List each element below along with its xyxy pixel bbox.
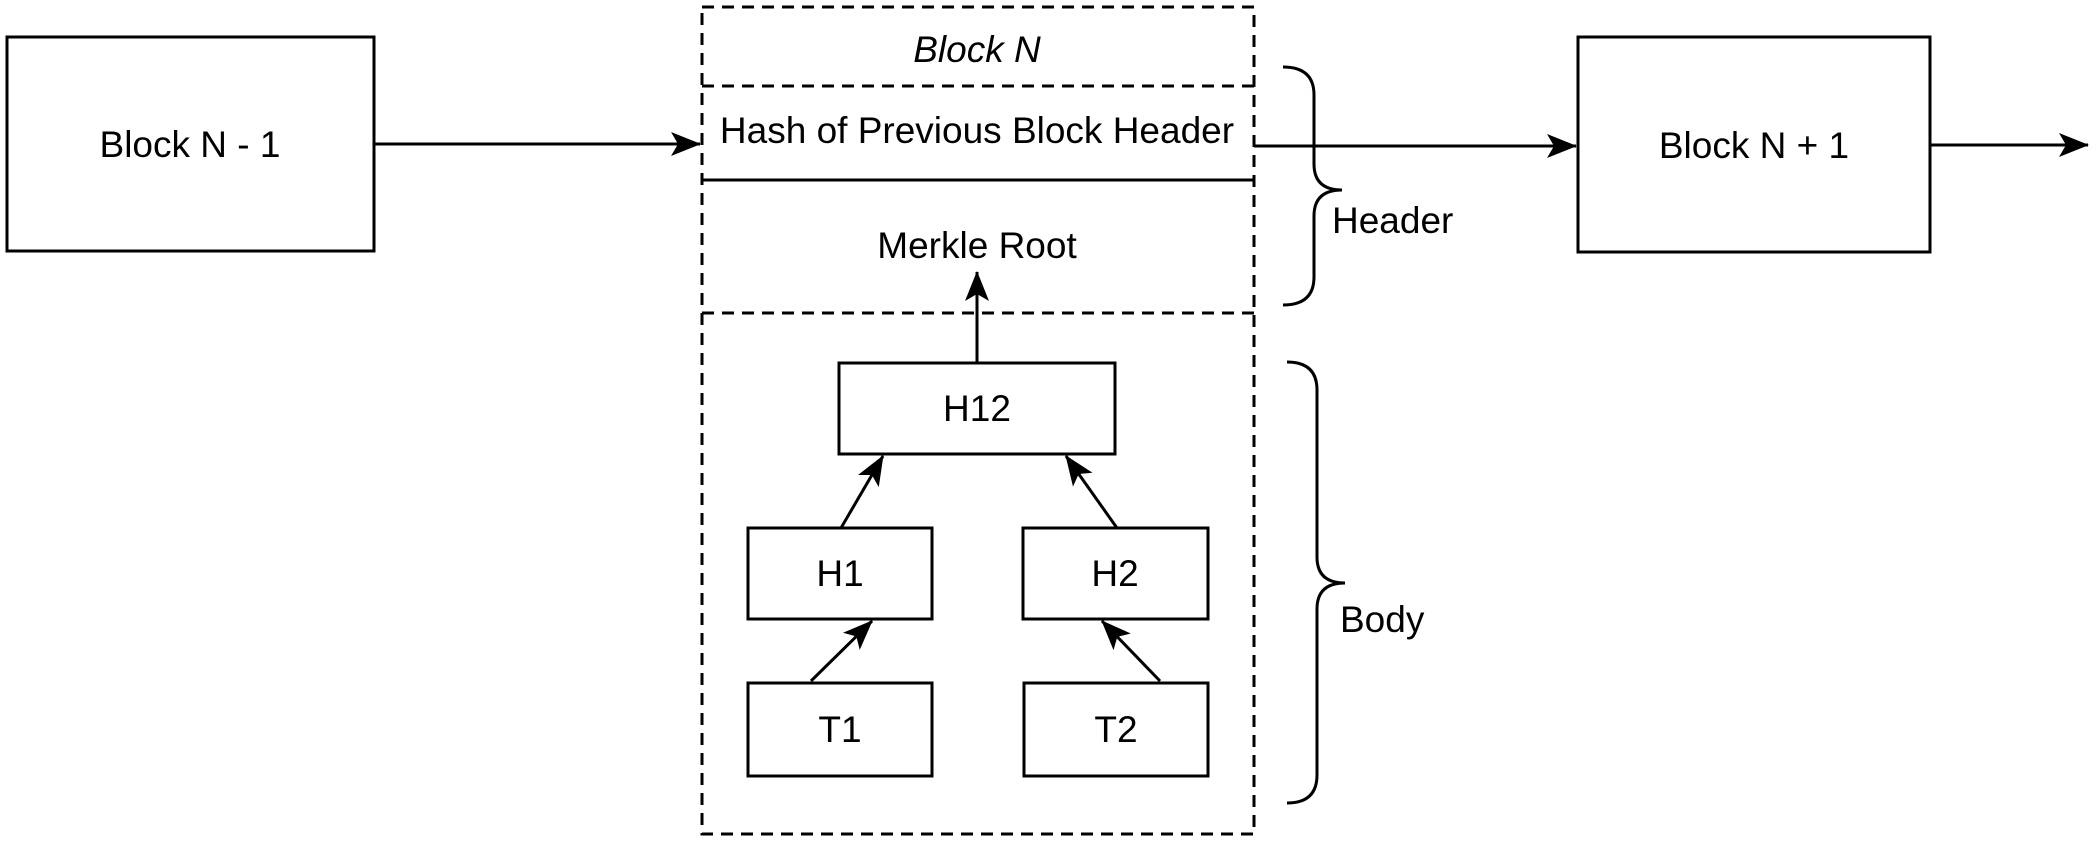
merkle-leaf-t1-label: T1 xyxy=(818,709,861,750)
arrow-h1-to-h12 xyxy=(839,455,885,529)
merkle-leaf-t2-label: T2 xyxy=(1094,709,1137,750)
merkle-node-h2-label: H2 xyxy=(1091,553,1138,594)
header-annotation-label: Header xyxy=(1332,200,1453,241)
body-annotation-label: Body xyxy=(1340,599,1425,640)
block-n-title: Block N xyxy=(913,29,1041,70)
merkle-node-h1-box xyxy=(746,526,934,621)
arrow-t2-to-h2 xyxy=(1100,619,1162,683)
arrow-h2-to-h12 xyxy=(1064,455,1119,529)
arrow-t1-to-h1 xyxy=(809,619,874,683)
hash-of-previous-block-header-label: Hash of Previous Block Header xyxy=(720,110,1234,151)
merkle-node-h12-label: H12 xyxy=(943,388,1011,429)
block-n-minus-1-label: Block N - 1 xyxy=(100,124,281,165)
merkle-root-label: Merkle Root xyxy=(877,225,1077,266)
merkle-node-h1-label: H1 xyxy=(816,553,863,594)
block-n-minus-1-box xyxy=(5,35,376,253)
body-brace xyxy=(1286,360,1346,805)
block-n-plus-1-label: Block N + 1 xyxy=(1659,125,1849,166)
header-brace xyxy=(1282,65,1343,307)
merkle-leaf-t1-box xyxy=(746,681,934,778)
merkle-leaf-t2-box xyxy=(1022,681,1210,778)
